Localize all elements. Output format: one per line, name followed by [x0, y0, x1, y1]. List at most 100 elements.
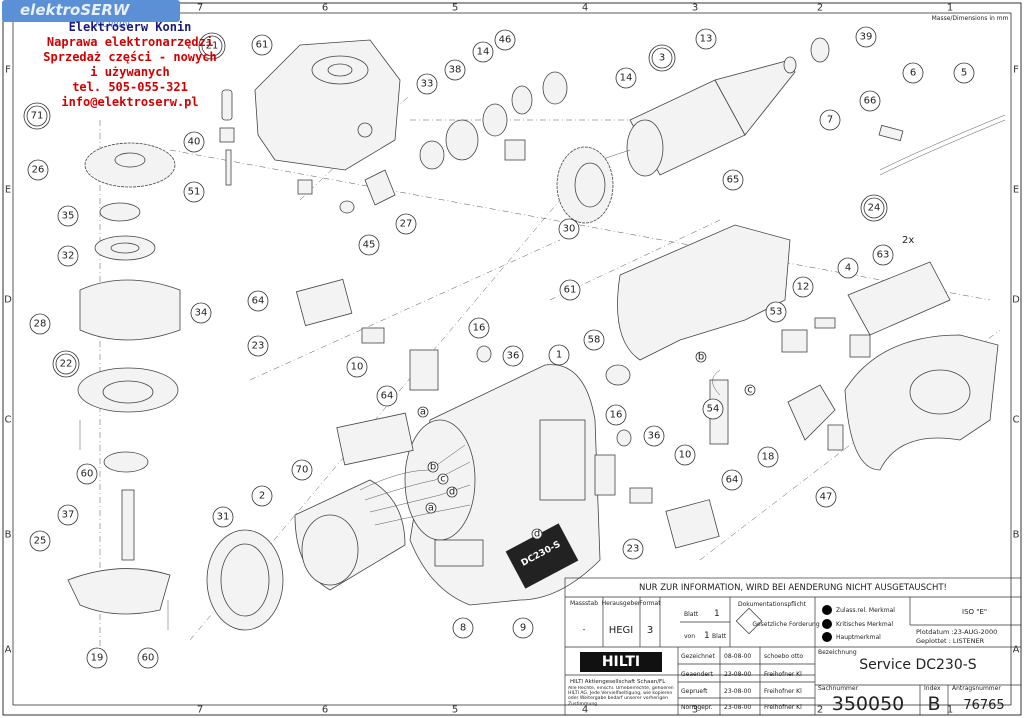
frame-col-top-2: 2 — [817, 3, 823, 14]
advert-line-5: tel. 505-055-321 — [72, 80, 188, 94]
svg-text:53: 53 — [770, 307, 783, 318]
geplottet: Geplottet : LISTENER — [916, 637, 985, 645]
bezeichnung-value: Service DC230-S — [859, 657, 977, 673]
callout-58: 58 — [583, 329, 605, 351]
svg-text:d: d — [449, 487, 455, 498]
callout-45: 45 — [358, 234, 380, 256]
normgepr-date: 23-08-00 — [724, 704, 751, 711]
frame-row-left-C: C — [5, 415, 12, 426]
svg-text:28: 28 — [34, 319, 47, 330]
brush-holders — [295, 278, 720, 567]
dokumentation-label: Dokumentationspflicht — [738, 601, 807, 608]
geprueft-label: Geprueft — [681, 688, 708, 695]
svg-text:10: 10 — [679, 450, 692, 461]
callout-21: 21 — [198, 32, 226, 60]
iso-note: ISO "E" — [962, 608, 987, 616]
svg-text:c: c — [747, 385, 753, 396]
callout-34: 34 — [190, 302, 212, 324]
bearings-top — [419, 71, 568, 170]
gezeichnet-label: Gezeichnet — [681, 653, 715, 660]
svg-text:40: 40 — [188, 137, 201, 148]
svg-text:51: 51 — [188, 187, 201, 198]
callout-25: 25 — [29, 530, 51, 552]
shop-advert: Elektroserw Konin Naprawa elektronarzędz… — [30, 20, 230, 110]
callout-35: 35 — [57, 205, 79, 227]
callout-22: 22 — [52, 350, 80, 378]
sachnummer-value: 350050 — [832, 693, 905, 715]
notice-text: NUR ZUR INFORMATION, WIRD BEI AENDERUNG … — [639, 583, 947, 593]
callout-8: 8 — [452, 617, 474, 639]
hilti-logo — [580, 652, 662, 672]
svg-text:36: 36 — [507, 351, 520, 362]
frame-row-right-B: B — [1013, 530, 1020, 541]
shop-logo-text: elektroSERW — [20, 1, 130, 19]
callout-51: 51 — [183, 181, 205, 203]
svg-text:31: 31 — [217, 512, 230, 523]
svg-text:7: 7 — [827, 115, 833, 126]
geprueft-name: Freihofner Kl — [764, 688, 802, 695]
frame-row-left-D: D — [4, 295, 12, 306]
svg-text:64: 64 — [726, 475, 739, 486]
frame-col-bottom-2: 2 — [817, 705, 823, 716]
wire-label-b: b — [695, 352, 707, 363]
svg-text:16: 16 — [473, 323, 486, 334]
svg-text:9: 9 — [520, 623, 526, 634]
svg-text:27: 27 — [400, 219, 413, 230]
svg-text:54: 54 — [707, 404, 720, 415]
frame-col-bottom-1: 1 — [947, 705, 953, 716]
svg-text:32: 32 — [62, 251, 75, 262]
format-value: 3 — [647, 625, 653, 636]
frame-row-left-B: B — [5, 530, 12, 541]
svg-text:c: c — [440, 474, 446, 485]
switch-parts — [709, 329, 844, 451]
svg-text:14: 14 — [477, 47, 490, 58]
dimensions-note: Masse/Dimensions in mm — [932, 15, 1009, 22]
frame-col-top-7: 7 — [197, 3, 203, 14]
callout-31: 31 — [212, 506, 234, 528]
bevel-gears — [84, 142, 614, 224]
callout-46: 46 — [494, 29, 516, 51]
svg-text:8: 8 — [460, 623, 466, 634]
frame-row-left-F: F — [5, 65, 11, 76]
blatt-label: Blatt — [684, 611, 699, 618]
svg-text:58: 58 — [588, 335, 601, 346]
svg-text:66: 66 — [864, 96, 877, 107]
frame-col-top-3: 3 — [692, 3, 698, 14]
frame-row-right-D: D — [1012, 295, 1020, 306]
shop-logo-subtext: KONIN — [95, 17, 131, 30]
svg-text:35: 35 — [62, 211, 75, 222]
advert-line-4: i używanych — [90, 65, 170, 79]
callout-40: 40 — [183, 131, 205, 153]
callout-64: 64 — [376, 385, 398, 407]
geaendert-date: 23-08-00 — [724, 671, 751, 678]
massstab-label: Massstab — [570, 600, 598, 607]
blatt2-label: Blatt — [712, 633, 727, 640]
callout-64: 64 — [247, 290, 269, 312]
herausgeber-value: HEGI — [609, 625, 634, 636]
callout-60: 60 — [137, 647, 159, 669]
massstab-value: - — [583, 625, 586, 634]
frame-col-bottom-7: 7 — [197, 705, 203, 716]
gear-housing — [254, 39, 401, 171]
callout-63: 63 — [872, 244, 894, 266]
svg-text:65: 65 — [727, 175, 740, 186]
svg-text:46: 46 — [499, 35, 512, 46]
title-block — [564, 577, 1022, 716]
callout-71: 71 — [23, 102, 51, 130]
merkmal-2: Kritisches Merkmal — [836, 621, 893, 628]
callout-27: 27 — [395, 213, 417, 235]
sachnummer-label: Sachnummer — [818, 685, 859, 692]
svg-text:61: 61 — [256, 40, 269, 51]
plotdatum: Plotdatum :23-AUG-2000 — [916, 628, 997, 636]
hilti-logo-text: HILTI — [602, 654, 640, 670]
callout-28: 28 — [29, 313, 51, 335]
svg-text:19: 19 — [91, 653, 104, 664]
callout-16: 16 — [468, 317, 490, 339]
index-label: Index — [924, 685, 941, 692]
callout-36: 36 — [643, 425, 665, 447]
herausgeber-label: Herausgeber — [602, 600, 641, 607]
merkmal-3: Hauptmerkmal — [836, 634, 881, 641]
